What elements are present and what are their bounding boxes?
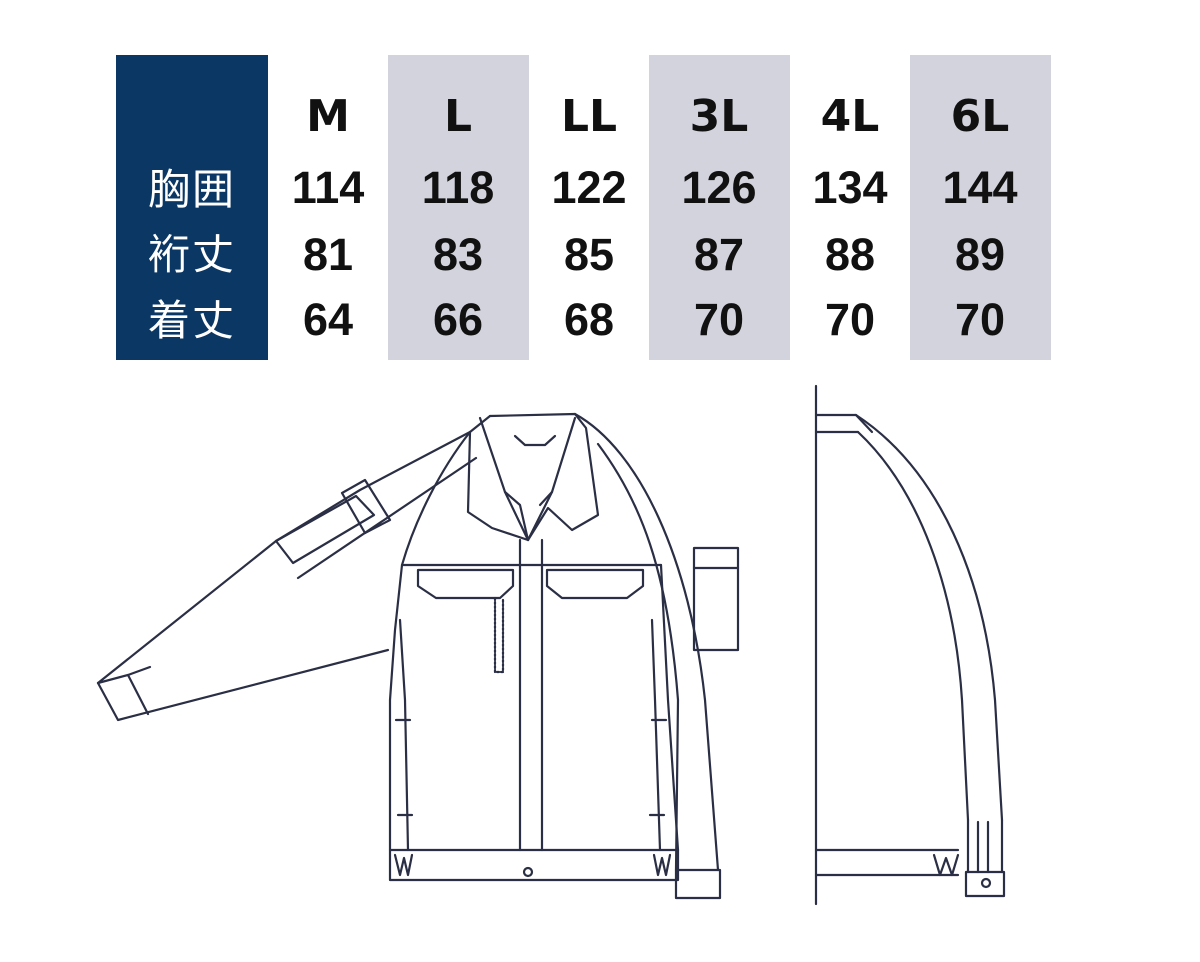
jacket-illustration bbox=[96, 384, 1006, 906]
table-cell: 114 bbox=[291, 162, 365, 213]
size-header-4l: 4L bbox=[820, 91, 880, 142]
row-label-length: 着丈 bbox=[147, 296, 236, 345]
table-cell: 85 bbox=[563, 229, 615, 280]
chest-pocket-right bbox=[545, 568, 645, 600]
row-label-sleeve: 裄丈 bbox=[147, 230, 236, 279]
table-cell: 66 bbox=[432, 294, 484, 345]
side-cuff bbox=[964, 870, 1006, 898]
jacket-body-outline bbox=[388, 430, 680, 882]
size-header-m: M bbox=[306, 91, 350, 142]
side-sleeve-outline bbox=[854, 413, 1004, 822]
collar bbox=[488, 412, 600, 542]
table-cell: 126 bbox=[681, 162, 757, 213]
table-cell: 122 bbox=[551, 162, 627, 213]
table-cell: 118 bbox=[421, 162, 495, 213]
jacket-front-view bbox=[96, 412, 740, 900]
size-header-ll: LL bbox=[560, 91, 618, 142]
table-cell: 134 bbox=[812, 162, 888, 213]
sleeve-pocket bbox=[274, 494, 376, 565]
sleeve-utility-pocket bbox=[692, 546, 740, 652]
row-label-chest: 胸囲 bbox=[147, 165, 236, 214]
table-cell: 70 bbox=[693, 294, 745, 345]
size-header-6l: 6L bbox=[950, 91, 1010, 142]
chest-pocket-left bbox=[416, 568, 515, 600]
sleeve-pocket-flap bbox=[340, 478, 392, 535]
zipper bbox=[493, 596, 505, 674]
left-sleeve-outline bbox=[96, 430, 472, 722]
size-header-l: L bbox=[443, 91, 473, 142]
table-cell: 81 bbox=[302, 229, 354, 280]
size-column-shade bbox=[649, 55, 790, 360]
jacket-side-view bbox=[814, 384, 1006, 906]
table-cell: 64 bbox=[302, 294, 354, 345]
cuff-button bbox=[980, 877, 992, 889]
table-cell: 87 bbox=[693, 229, 745, 280]
table-cell: 144 bbox=[942, 162, 1018, 213]
size-column-shade bbox=[910, 55, 1051, 360]
right-sleeve-outline bbox=[573, 412, 720, 872]
table-cell: 89 bbox=[954, 229, 1006, 280]
table-cell: 68 bbox=[563, 294, 615, 345]
table-cell: 83 bbox=[432, 229, 484, 280]
table-cell: 70 bbox=[954, 294, 1006, 345]
table-label-block bbox=[116, 55, 268, 360]
hem-button bbox=[522, 866, 534, 878]
left-cuff bbox=[96, 673, 150, 716]
size-column-shade bbox=[388, 55, 529, 360]
size-header-3l: 3L bbox=[689, 91, 749, 142]
right-cuff bbox=[674, 868, 722, 900]
table-cell: 88 bbox=[824, 229, 876, 280]
side-shoulder bbox=[814, 413, 874, 434]
table-cell: 70 bbox=[824, 294, 876, 345]
